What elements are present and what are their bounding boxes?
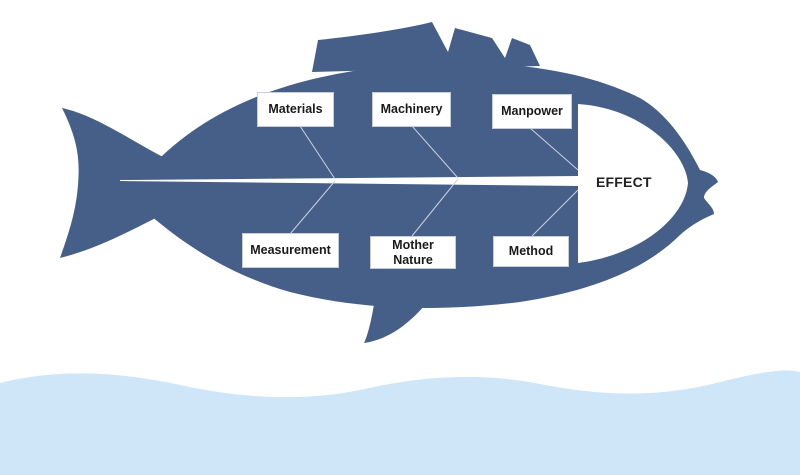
cause-method: Method <box>493 236 569 267</box>
bone-line <box>411 178 459 237</box>
effect-label: EFFECT <box>596 174 652 190</box>
cause-mother-nature: Mother Nature <box>370 236 456 269</box>
fish-belly-fin <box>364 298 425 343</box>
bone-line <box>289 180 336 235</box>
cause-manpower: Manpower <box>492 94 572 129</box>
fish-tail <box>60 108 168 258</box>
fish-spine <box>120 176 580 186</box>
cause-machinery: Machinery <box>372 92 451 127</box>
cause-measurement: Measurement <box>242 233 339 268</box>
bone-line <box>299 125 336 180</box>
fish-head <box>578 104 688 263</box>
bone-line <box>411 125 459 179</box>
water-waves <box>0 370 800 475</box>
bone-line <box>529 127 579 171</box>
bone-line <box>531 189 579 237</box>
fish-dorsal-fin <box>312 22 540 72</box>
cause-materials: Materials <box>257 92 334 127</box>
